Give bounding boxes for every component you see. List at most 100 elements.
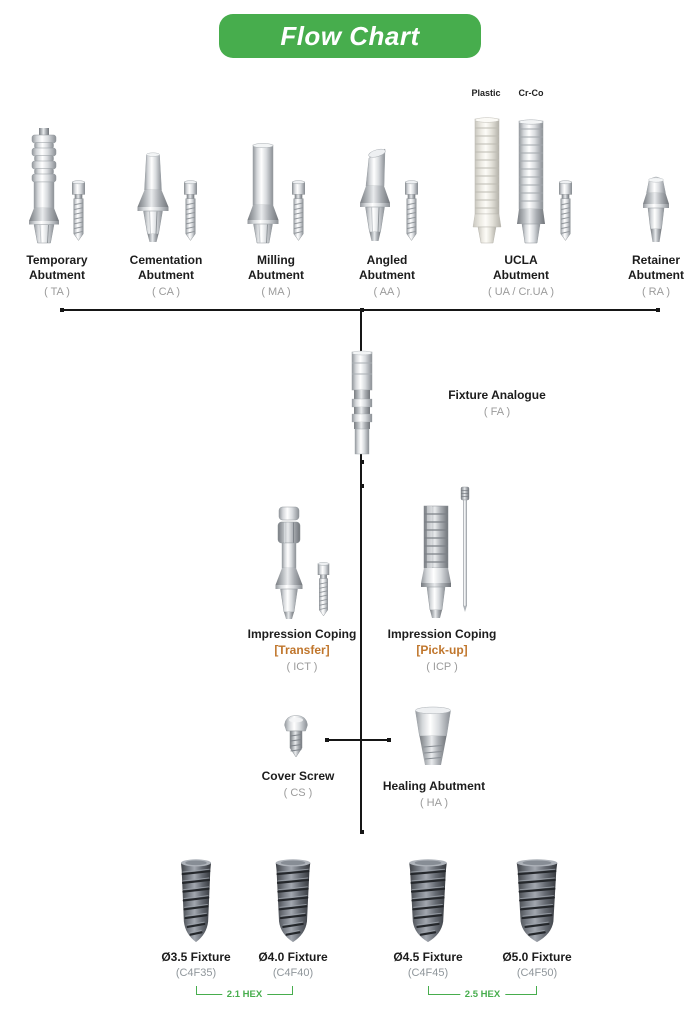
fixture-analogue-label: Fixture Analogue ( FA ): [438, 388, 556, 419]
fixture-3-5-label: Ø3.5 Fixture (C4F35): [146, 950, 246, 980]
retainer-abutment-image: [638, 172, 674, 246]
abutment-name-line1: UCLA: [504, 253, 538, 267]
ucla-crco-sublabel: Cr-Co: [518, 88, 544, 98]
abutment-name-line2: Abutment: [628, 268, 684, 282]
cementation-abutment-figure: [110, 88, 222, 246]
abutment-code: ( CA ): [151, 286, 181, 298]
abutment-name-line2: Abutment: [29, 268, 85, 282]
abutment-name-line1: Milling: [257, 253, 295, 267]
impression-coping-pickup-figure: [406, 490, 484, 620]
hex-label-2-1: 2.1 HEX: [221, 989, 268, 1001]
abutment-screw-icon: [181, 180, 200, 243]
healing-abutment-image: [411, 703, 455, 771]
angled-abutment-image: [353, 146, 395, 246]
retainer-abutment-label: Retainer Abutment ( RA ): [606, 253, 700, 299]
abutment-name-line2: Abutment: [493, 268, 549, 282]
coping-name: Impression Coping: [387, 627, 497, 641]
cover-screw-name: Cover Screw: [261, 769, 335, 783]
connector-vertical-main: [360, 309, 362, 832]
temporary-abutment-label: Temporary Abutment ( TA ): [1, 253, 113, 299]
fixture-5-0-label: Ø5.0 Fixture (C4F50): [487, 950, 587, 980]
milling-abutment-label: Milling Abutment ( MA ): [220, 253, 332, 299]
cover-screw-image: [279, 712, 313, 762]
abutment-retainer: Retainer Abutment ( RA ): [606, 88, 700, 299]
coping-code: ( ICT ): [286, 661, 318, 673]
abutment-milling: Milling Abutment ( MA ): [220, 88, 332, 299]
page-title-banner: Flow Chart: [219, 14, 481, 58]
abutment-angled: Angled Abutment ( AA ): [331, 88, 443, 299]
fixture-name: Ø3.5 Fixture: [161, 950, 231, 964]
abutment-screw-icon: [402, 180, 421, 243]
abutment-screw-icon: [69, 180, 88, 243]
fixture-code: (C4F40): [272, 967, 314, 979]
abutment-name-line1: Retainer: [631, 253, 681, 267]
abutment-code: ( UA / Cr.UA ): [487, 286, 554, 298]
milling-abutment-figure: [220, 88, 332, 246]
fixture-name: Ø5.0 Fixture: [502, 950, 572, 964]
fixture-name: Ø4.5 Fixture: [393, 950, 463, 964]
ucla-crco-abutment-image: [513, 119, 549, 246]
hex-label-2-5: 2.5 HEX: [459, 989, 506, 1001]
ucla-abutment-figure: Plastic Cr-Co: [446, 88, 596, 246]
connector-dot: [360, 308, 364, 312]
abutment-ucla: Plastic Cr-Co UCLA Abutment ( UA / Cr.UA…: [446, 88, 596, 299]
fixture-4-0-label: Ø4.0 Fixture (C4F40): [243, 950, 343, 980]
fixture-code: (C4F45): [407, 967, 449, 979]
fixture-5-0-image: [510, 855, 564, 945]
connector-dot: [360, 460, 364, 464]
milling-abutment-image: [244, 142, 282, 246]
abutment-temporary: Temporary Abutment ( TA ): [1, 88, 113, 299]
page-title: Flow Chart: [280, 20, 420, 51]
fixture-analogue-name: Fixture Analogue: [448, 388, 546, 402]
abutment-code: ( RA ): [641, 286, 671, 298]
impression-coping-pickup-label: Impression Coping [Pick-up] ( ICP ): [372, 627, 512, 674]
fixture-code: (C4F50): [516, 967, 558, 979]
coping-name: Impression Coping: [247, 627, 357, 641]
cover-screw-code: ( CS ): [283, 787, 313, 799]
impression-coping-pickup-image: [419, 504, 453, 620]
healing-abutment-code: ( HA ): [419, 797, 449, 809]
abutment-name-line1: Angled: [366, 253, 408, 267]
connector-horizontal-cross: [327, 739, 389, 741]
coping-variant: [Transfer]: [274, 643, 330, 657]
abutment-cementation: Cementation Abutment ( CA ): [110, 88, 222, 299]
fixture-name: Ø4.0 Fixture: [258, 950, 328, 964]
abutment-code: ( MA ): [261, 286, 291, 298]
coping-variant: [Pick-up]: [416, 643, 468, 657]
hex-bracket-2-5: 2.5 HEX: [428, 986, 537, 1001]
cover-screw-label: Cover Screw ( CS ): [240, 769, 356, 800]
abutment-code: ( AA ): [373, 286, 401, 298]
retainer-abutment-figure: [606, 88, 700, 246]
connector-dot: [387, 738, 391, 742]
abutment-name-line1: Temporary: [26, 253, 88, 267]
abutment-screw-icon: [289, 180, 308, 243]
impression-coping-transfer-label: Impression Coping [Transfer] ( ICT ): [232, 627, 372, 674]
impression-coping-transfer-image: [269, 506, 309, 620]
fixture-4-0-image: [270, 855, 316, 945]
fixture-analogue-image: [347, 350, 377, 458]
abutment-name-line1: Cementation: [129, 253, 203, 267]
impression-coping-transfer-figure: [252, 506, 348, 620]
connector-dot: [325, 738, 329, 742]
coping-screw-icon: [315, 562, 332, 618]
abutment-screw-icon: [556, 180, 575, 243]
angled-abutment-figure: [331, 88, 443, 246]
cementation-abutment-image: [132, 150, 174, 246]
coping-code: ( ICP ): [426, 661, 458, 673]
ucla-abutment-label: UCLA Abutment ( UA / Cr.UA ): [446, 253, 596, 299]
fixture-analogue-code: ( FA ): [483, 406, 511, 418]
fixture-code: (C4F35): [175, 967, 217, 979]
angled-abutment-label: Angled Abutment ( AA ): [331, 253, 443, 299]
abutment-name-line2: Abutment: [359, 268, 415, 282]
fixture-4-5-image: [403, 855, 453, 945]
abutment-code: ( TA ): [44, 286, 70, 298]
fixture-3-5-image: [176, 855, 216, 945]
guide-pin-icon: [459, 486, 471, 614]
ucla-plastic-abutment-image: [468, 116, 506, 246]
hex-bracket-2-1: 2.1 HEX: [196, 986, 293, 1001]
cementation-abutment-label: Cementation Abutment ( CA ): [110, 253, 222, 299]
healing-abutment-name: Healing Abutment: [382, 779, 486, 793]
connector-dot: [656, 308, 660, 312]
abutment-name-line2: Abutment: [138, 268, 194, 282]
